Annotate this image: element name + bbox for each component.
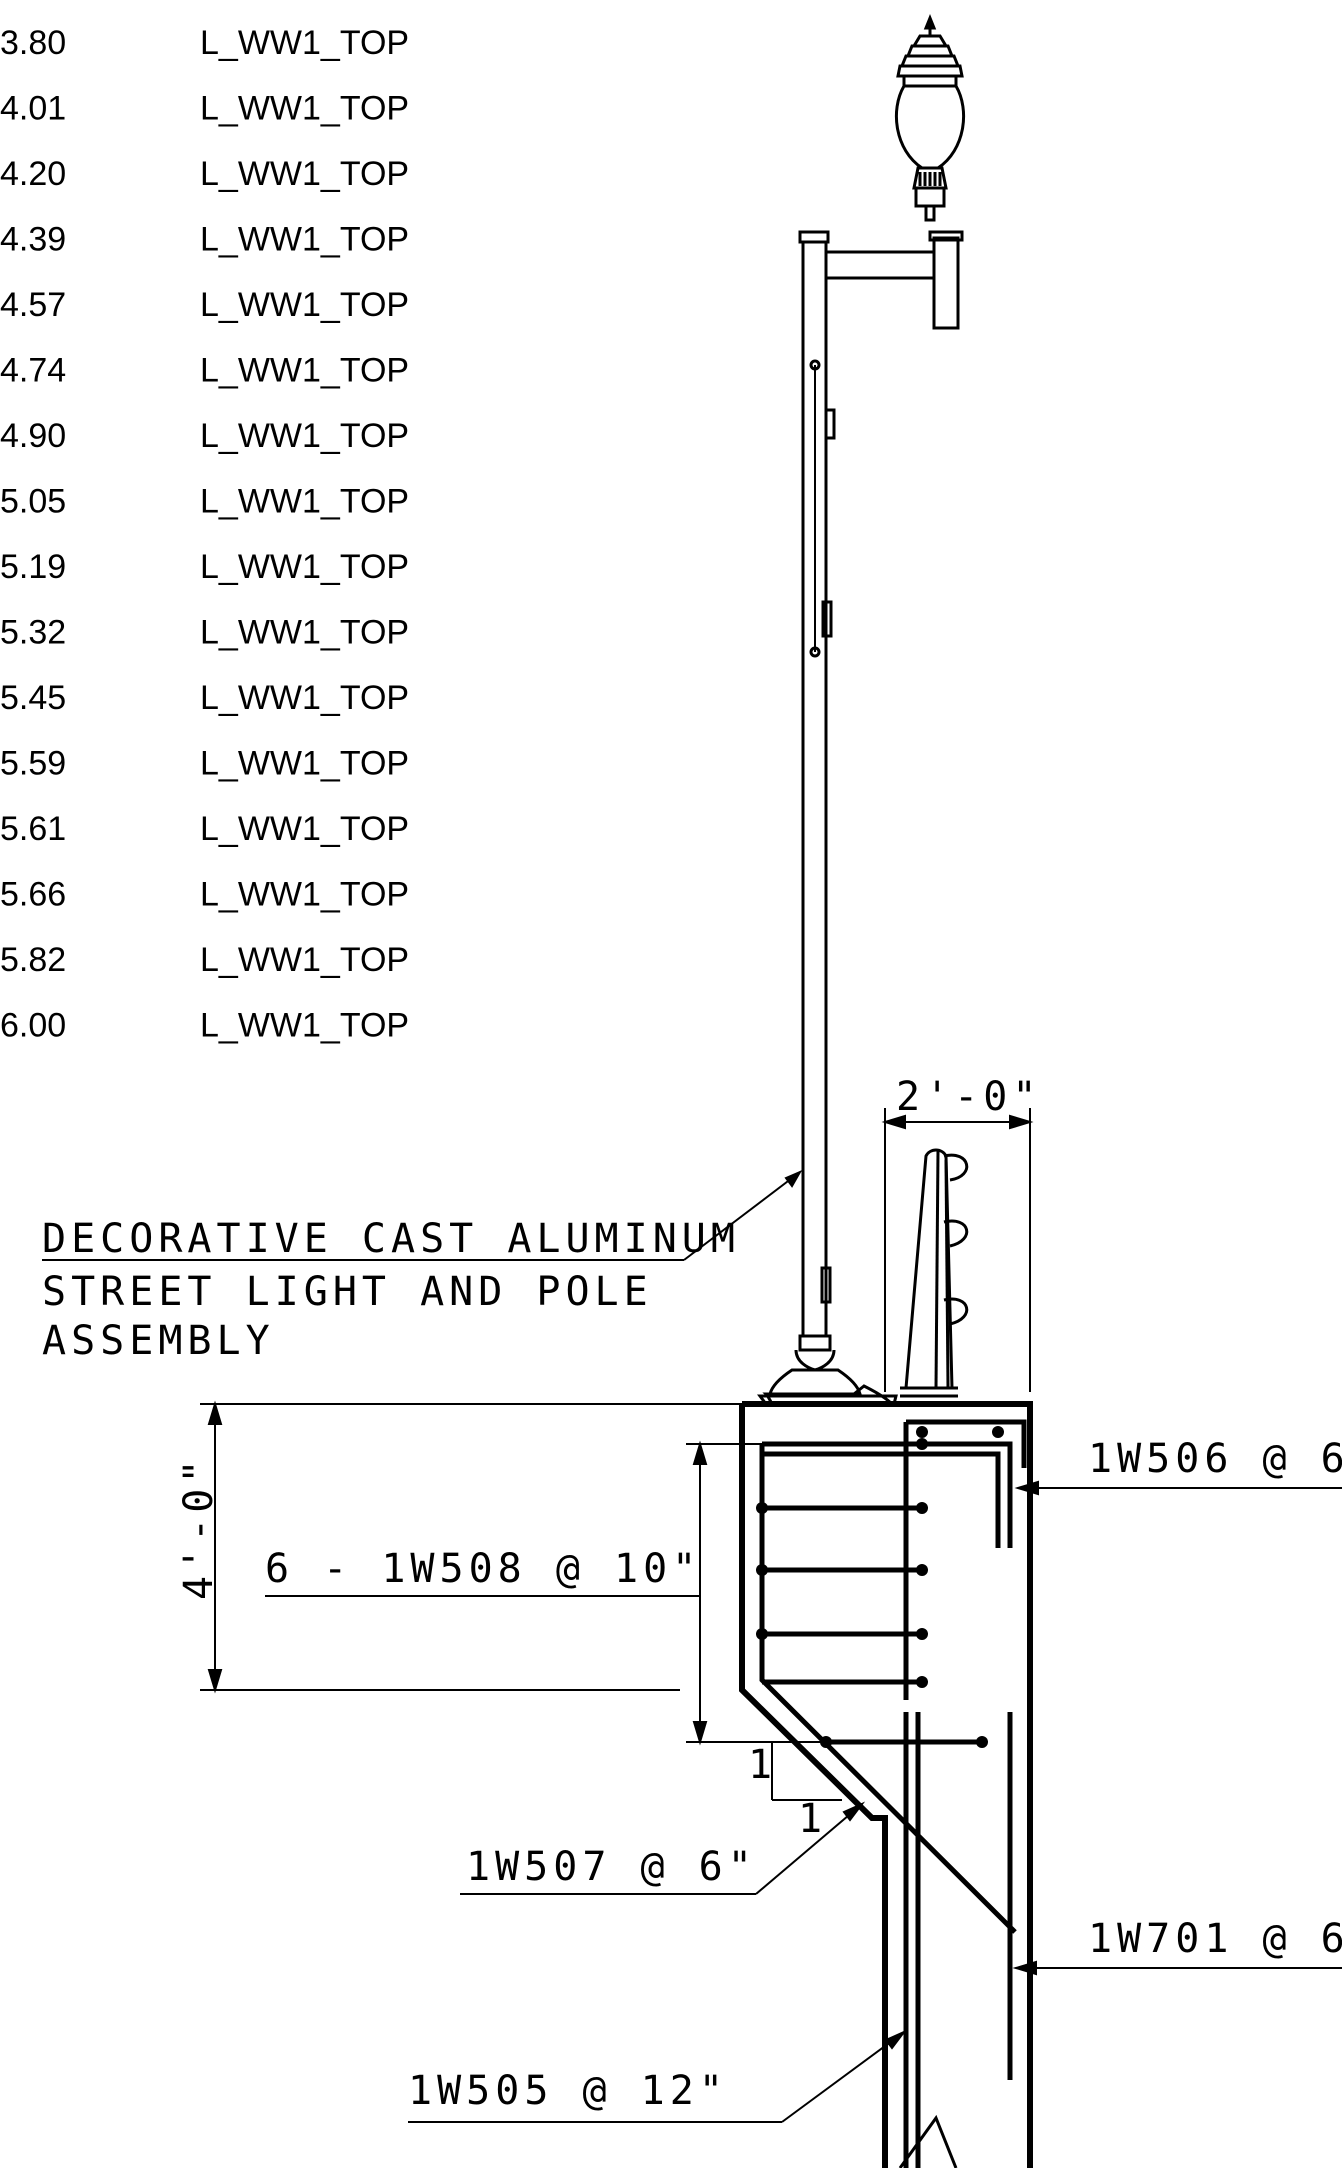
- elevation-label: L_WW1_TOP: [200, 417, 409, 455]
- elevation-label: L_WW1_TOP: [200, 548, 409, 586]
- leader-1w506: [1014, 1480, 1342, 1496]
- elevation-value: 6.00: [0, 1007, 66, 1045]
- elevation-label: L_WW1_TOP: [200, 483, 409, 521]
- elevation-label: L_WW1_TOP: [200, 876, 409, 914]
- elevation-value: 5.19: [0, 548, 66, 586]
- railing: [900, 1148, 969, 1398]
- elevation-label: L_WW1_TOP: [200, 90, 409, 128]
- elevation-label: L_WW1_TOP: [200, 221, 409, 259]
- label-1w507: 1W507 @ 6": [466, 1844, 757, 1890]
- rebar-dots: [756, 1426, 1004, 1748]
- elevation-label: L_WW1_TOP: [200, 1007, 409, 1045]
- street-light-note-line3: ASSEMBLY: [42, 1318, 275, 1364]
- elevation-value: 5.66: [0, 876, 66, 914]
- label-1w506: 1W506 @ 6": [1088, 1436, 1342, 1482]
- width-dimension: [881, 1108, 1034, 1392]
- elevation-label: L_WW1_TOP: [200, 352, 409, 390]
- elevation-value: 4.01: [0, 90, 66, 128]
- elevation-label: L_WW1_TOP: [200, 941, 409, 979]
- lantern-icon: [894, 13, 966, 330]
- elevation-label: L_WW1_TOP: [200, 679, 409, 717]
- label-1w505: 1W505 @ 12": [408, 2068, 728, 2114]
- elevation-value: 5.61: [0, 810, 66, 848]
- slope-marks: [771, 1742, 842, 1801]
- bars-1w508-label: 6 - 1W508 @ 10": [265, 1546, 701, 1592]
- elevation-value: 5.05: [0, 483, 66, 521]
- elevation-value: 3.80: [0, 24, 66, 62]
- elevation-label: L_WW1_TOP: [200, 24, 409, 62]
- elevation-label: L_WW1_TOP: [200, 614, 409, 652]
- elevation-label: L_WW1_TOP: [200, 745, 409, 783]
- elevation-value: 4.74: [0, 352, 66, 390]
- elevation-value: 5.45: [0, 679, 66, 717]
- elevation-value: 4.90: [0, 417, 66, 455]
- slope-run-label: 1: [798, 1796, 827, 1842]
- bars-1w508-dimension: [265, 1440, 826, 1746]
- height-dimension-label: 4'-0": [176, 1455, 222, 1600]
- slope-rise-label: 1: [748, 1742, 777, 1788]
- rebar-cage: [759, 1419, 1027, 2168]
- width-dimension-label: 2'-0": [896, 1074, 1041, 1120]
- height-dimension: [200, 1400, 742, 1694]
- elevation-label: L_WW1_TOP: [200, 155, 409, 193]
- label-1w701: 1W701 @ 6": [1088, 1916, 1342, 1962]
- light-pole: [757, 230, 934, 1406]
- wall-section: [739, 1401, 1033, 2168]
- leader-1w505: [408, 2029, 908, 2123]
- elevation-label: L_WW1_TOP: [200, 810, 409, 848]
- elevation-value: 4.57: [0, 286, 66, 324]
- street-light-note-line2: STREET LIGHT AND POLE: [42, 1269, 653, 1315]
- street-light-leader: [42, 1169, 803, 1261]
- elevation-label: L_WW1_TOP: [200, 286, 409, 324]
- elevation-value: 4.20: [0, 155, 66, 193]
- elevation-value: 4.39: [0, 221, 66, 259]
- elevation-value: 5.82: [0, 941, 66, 979]
- elevation-value: 5.32: [0, 614, 66, 652]
- elevation-value: 5.59: [0, 745, 66, 783]
- leader-1w701: [1012, 1960, 1342, 1976]
- leader-1w507: [460, 1801, 866, 1895]
- street-light-note-line1: DECORATIVE CAST ALUMINUM: [42, 1216, 740, 1262]
